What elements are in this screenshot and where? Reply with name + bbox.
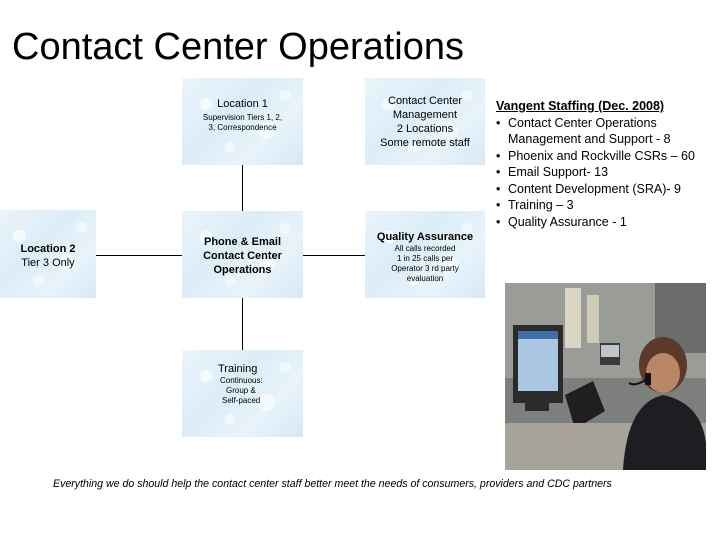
agent-photo-illustration bbox=[505, 283, 706, 470]
footer-note: Everything we do should help the contact… bbox=[53, 478, 612, 490]
staffing-item-text: Contact Center Operations bbox=[508, 115, 657, 130]
staffing-item: Phoenix and Rockville CSRs – 60 bbox=[496, 148, 718, 165]
staffing-list: Contact Center Operations Management and… bbox=[496, 115, 718, 231]
staffing-item: Contact Center Operations Management and… bbox=[496, 115, 718, 148]
staffing-panel: Vangent Staffing (Dec. 2008) Contact Cen… bbox=[496, 98, 718, 230]
node-training: Training Continuous: Group & Self-paced bbox=[182, 350, 303, 437]
node-quality: Quality Assurance All calls recorded 1 i… bbox=[365, 211, 485, 298]
node-phone-email-line2: Contact Center bbox=[203, 250, 282, 262]
connector-left bbox=[96, 255, 182, 256]
node-training-line1: Continuous: bbox=[220, 376, 263, 385]
node-management: Contact Center Management 2 Locations So… bbox=[365, 78, 485, 165]
node-location-2: Location 2 Tier 3 Only bbox=[0, 210, 96, 298]
node-quality-line1: All calls recorded bbox=[394, 244, 456, 253]
staffing-item: Content Development (SRA)- 9 bbox=[496, 181, 718, 198]
connector-vertical-bottom bbox=[242, 298, 243, 350]
staffing-heading: Vangent Staffing (Dec. 2008) bbox=[496, 99, 665, 113]
connector-vertical-top bbox=[242, 165, 243, 211]
node-quality-line2: 1 in 25 calls per bbox=[396, 254, 454, 263]
node-location-1-title: Location 1 bbox=[217, 98, 268, 110]
contact-center-agent-photo bbox=[505, 283, 706, 470]
node-quality-title: Quality Assurance bbox=[376, 231, 474, 243]
node-management-line3: 2 Locations bbox=[396, 123, 454, 135]
node-management-line4: Some remote staff bbox=[380, 137, 470, 149]
staffing-item: Training – 3 bbox=[496, 197, 718, 214]
node-management-line1: Contact Center bbox=[388, 95, 462, 107]
node-location-1-sub: Supervision Tiers 1, 2, 3, Correspondenc… bbox=[202, 113, 283, 132]
node-phone-email-line1: Phone & Email bbox=[203, 236, 282, 248]
node-quality-line4: evaluation bbox=[406, 274, 444, 283]
node-phone-email: Phone & Email Contact Center Operations bbox=[182, 211, 303, 298]
node-quality-line3: Operator 3 rd party bbox=[391, 264, 459, 273]
node-training-line2: Group & bbox=[226, 386, 256, 395]
node-training-line3: Self-paced bbox=[222, 396, 261, 405]
staffing-item-cont: Management and Support - 8 bbox=[508, 132, 671, 146]
page-title: Contact Center Operations bbox=[12, 26, 465, 68]
node-location-2-title: Location 2 bbox=[20, 243, 76, 255]
node-training-title: Training bbox=[218, 363, 258, 375]
node-location-2-sub: Tier 3 Only bbox=[21, 257, 75, 269]
staffing-item: Email Support- 13 bbox=[496, 164, 718, 181]
node-phone-email-line3: Operations bbox=[213, 264, 272, 276]
node-management-line2: Management bbox=[392, 109, 458, 121]
node-location-1: Location 1 Supervision Tiers 1, 2, 3, Co… bbox=[182, 78, 303, 165]
connector-right bbox=[303, 255, 365, 256]
staffing-item: Quality Assurance - 1 bbox=[496, 214, 718, 231]
